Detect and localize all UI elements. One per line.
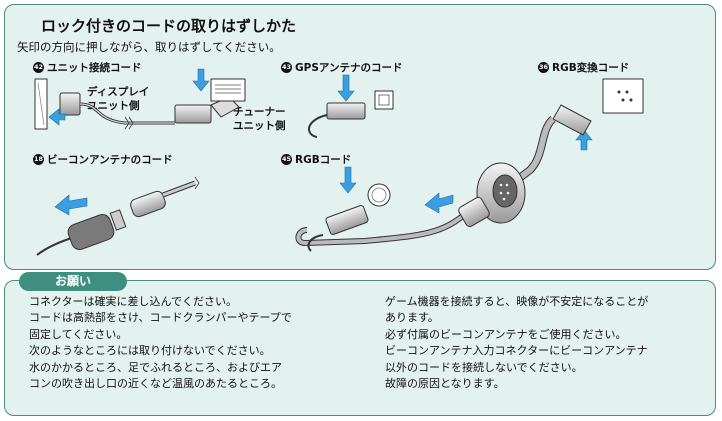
rgb-convert-label-text: RGB変換コード (552, 62, 630, 74)
gps-label-text: GPSアンテナのコード (295, 62, 403, 74)
caution-line: 必ず付属のビーコンアンテナをご使用ください。 (385, 327, 627, 341)
arrow-icon (424, 192, 454, 214)
caution-line: 以外のコードを接続しないでください。 (385, 360, 583, 374)
connector-illustrations (34, 68, 644, 256)
rgb-convert-label: 36 RGB変換コード (538, 60, 629, 75)
caution-panel: お願い コネクターは確実に差し込んでください。 コードは高熱部をさけ、コードクラ… (4, 272, 716, 416)
caution-line: 水のかかるところ、足でふれるところ、およびエア (29, 360, 282, 374)
unit-cable-label: 42 ユニット接続コード (33, 60, 142, 75)
display-unit-connector-icon (34, 78, 175, 130)
rgb-label-text: RGBコード (295, 154, 352, 166)
caution-line: コンの吹き出し口の近くなど温風のあたるところ。 (29, 377, 282, 391)
arrow-icon (575, 129, 593, 151)
arrow-icon (192, 68, 210, 92)
caution-line: コードは高熱部をさけ、コードクランパーやテープで (29, 311, 292, 325)
gps-label: 43 GPSアンテナのコード (281, 60, 402, 75)
rgb-convert-connector-icon (514, 78, 644, 184)
number-badge: 18 (33, 154, 44, 165)
arrow-icon (339, 166, 357, 194)
caution-line: コネクターは確実に差し込んでください。 (29, 295, 238, 308)
number-badge: 43 (281, 62, 292, 73)
caution-line: あります。 (385, 311, 439, 325)
arrow-icon (48, 108, 66, 126)
unit-cable-label-text: ユニット接続コード (47, 62, 142, 74)
caution-left-column: コネクターは確実に差し込んでください。 コードは高熱部をさけ、コードクランパーや… (29, 294, 292, 392)
caution-line: 次のようなところには取り付けないでください。 (29, 344, 271, 358)
caution-line: 固定してください。 (29, 327, 128, 341)
tuner-unit-side-label: チューナー ユニット側 (233, 106, 286, 132)
number-badge: 42 (33, 62, 44, 73)
instruction-text: 矢印の方向に押しながら、取りはずしてください。 (17, 40, 281, 54)
number-badge: 36 (538, 62, 549, 73)
tuner-unit-connector-icon (174, 78, 246, 124)
arrow-icon (337, 74, 355, 102)
caution-line: ビーコンアンテナ入力コネクターにビーコンアンテナ (385, 344, 648, 358)
rgb-label: 45 RGBコード (281, 152, 351, 167)
display-unit-side-label: ディスプレイ ユニット側 (87, 86, 150, 112)
caution-tab: お願い (19, 272, 127, 291)
caution-line: 故障の原因となります。 (385, 377, 505, 391)
beacon-label-text: ビーコンアンテナのコード (47, 154, 173, 166)
caution-right-column: ゲーム機器を接続すると、映像が不安定になることが あります。 必ず付属のビーコン… (385, 294, 648, 392)
page-title: ロック付きのコードの取りはずしかた (41, 17, 297, 35)
rgb-plug-icon (307, 183, 391, 252)
beacon-label: 18 ビーコンアンテナのコード (33, 152, 173, 167)
arrow-icon (54, 194, 88, 216)
number-badge: 45 (281, 154, 292, 165)
beacon-connector-icon (36, 176, 200, 256)
removal-instructions-panel: ロック付きのコードの取りはずしかた 矢印の方向に押しながら、取りはずしてください… (4, 4, 716, 270)
gps-connector-icon (308, 90, 394, 138)
caution-line: ゲーム機器を接続すると、映像が不安定になることが (385, 295, 649, 308)
rgb-cable-icon (295, 162, 526, 247)
